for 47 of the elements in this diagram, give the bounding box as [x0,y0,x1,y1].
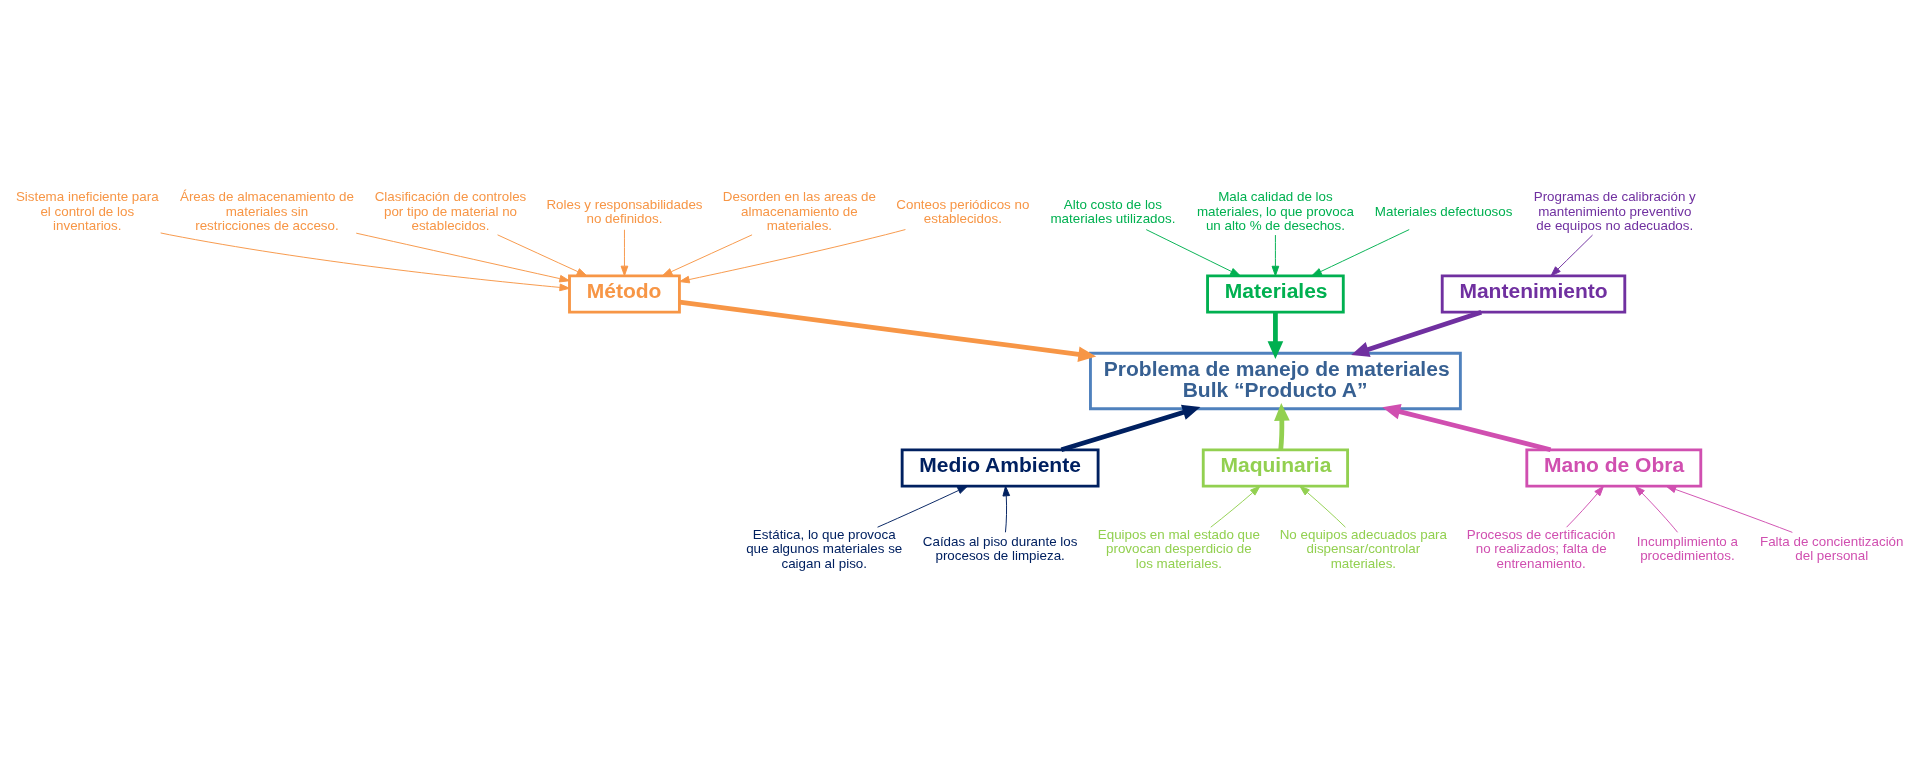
arrow [1665,485,1793,533]
node-box: Mano de Obra [1525,447,1703,488]
node-text: Programas de calibración y mantenimiento preventivo de equipos no adecuados. [1533,188,1696,233]
arrow [679,228,906,283]
node-text: Sistema ineficiente para el control de los inventarios. [15,188,159,233]
arrow [497,233,588,276]
arrow [1634,485,1679,533]
node-text: Desorden en las areas de almacenamiento de materiales. [722,188,876,233]
node-text: Estática, lo que provoca que algunos materiales se caigan al piso. [746,526,903,571]
node-text: Falta de concientización del personal [1759,533,1904,563]
arrow [1566,485,1604,528]
node-box: Mantenimiento [1440,273,1627,314]
arrow [1550,234,1594,276]
arrow [1311,228,1410,276]
node-box: Medio Ambiente [900,447,1100,488]
arrow [1274,402,1290,450]
arrow [1299,485,1346,528]
node-box: Problema de manejo de materiales Bulk “Producto A” [1089,351,1462,410]
node-box: Método [568,273,681,314]
arrow [877,485,968,528]
arrow [661,233,753,276]
node-text: Incumplimiento a procedimientos. [1636,533,1738,563]
arrow [1060,404,1201,452]
arrow [1002,485,1011,533]
arrow [160,231,570,291]
arrow [1267,311,1284,359]
node-text: Roles y responsabilidades no definidos. [546,196,703,226]
arrow [620,228,629,276]
node-text: Materiales defectuosos [1374,203,1513,219]
node-text: Caídas al piso durante los procesos de limpieza. [922,533,1078,563]
node-text: Procesos de certificación no realizados; falta de entrenamiento. [1466,526,1616,571]
arrow [1145,228,1241,276]
node-text: Conteos periódicos no establecidos. [896,196,1030,226]
node-text: Equipos en mal estado que provocan desperdicio de los materiales. [1097,526,1260,571]
node-text: Clasificación de controles por tipo de material no establecidos. [374,188,527,233]
node-text: Mala calidad de los materiales, lo que provoca un alto % de desechos. [1196,188,1354,233]
arrow [355,232,570,282]
node-text: No equipos adecuados para dispensar/controlar materiales. [1279,526,1448,571]
arrow [1271,234,1280,276]
arrow [679,299,1097,362]
node-box: Maquinaria [1201,447,1350,488]
arrow [1351,309,1483,357]
arrow [1382,403,1552,452]
node-text: Alto costo de los materiales utilizados. [1050,196,1176,226]
node-text: Áreas de almacenamiento de materiales sin restricciones de acceso. [179,188,354,233]
node-box: Materiales [1206,273,1345,314]
arrow [1210,485,1261,528]
